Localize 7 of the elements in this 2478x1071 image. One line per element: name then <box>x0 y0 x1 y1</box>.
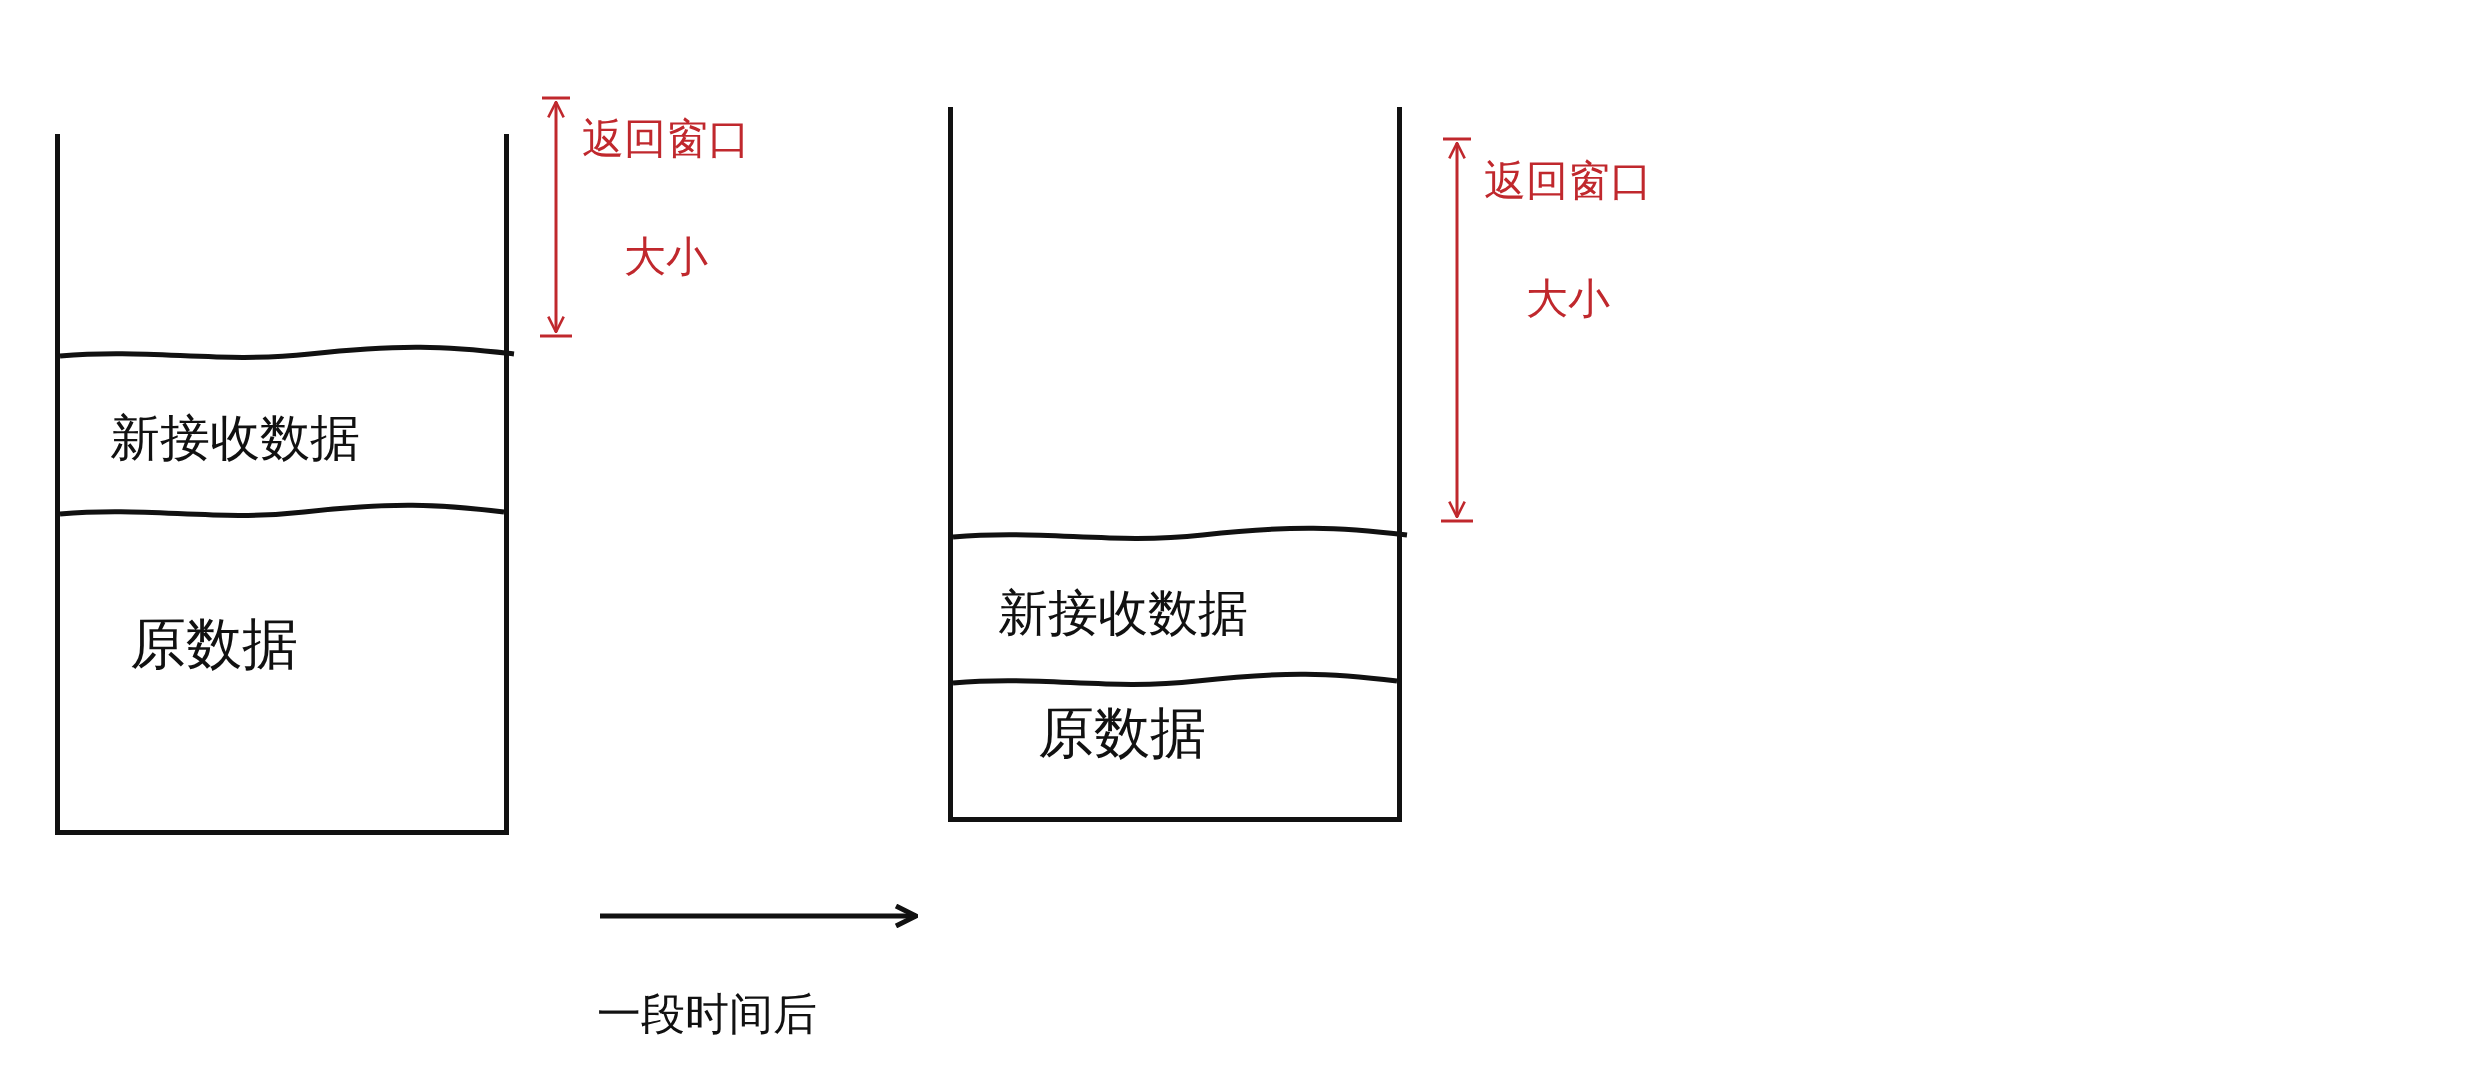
layer-label: 新接收数据 <box>998 583 1248 644</box>
layer-label: 新接收数据 <box>110 408 360 469</box>
dimension-label: 返回窗口大小 <box>581 113 751 283</box>
dimension-label: 返回窗口大小 <box>1483 155 1653 325</box>
arrow <box>600 903 919 929</box>
layer-label: 原数据 <box>1038 699 1206 768</box>
layer-label: 原数据 <box>130 609 298 678</box>
